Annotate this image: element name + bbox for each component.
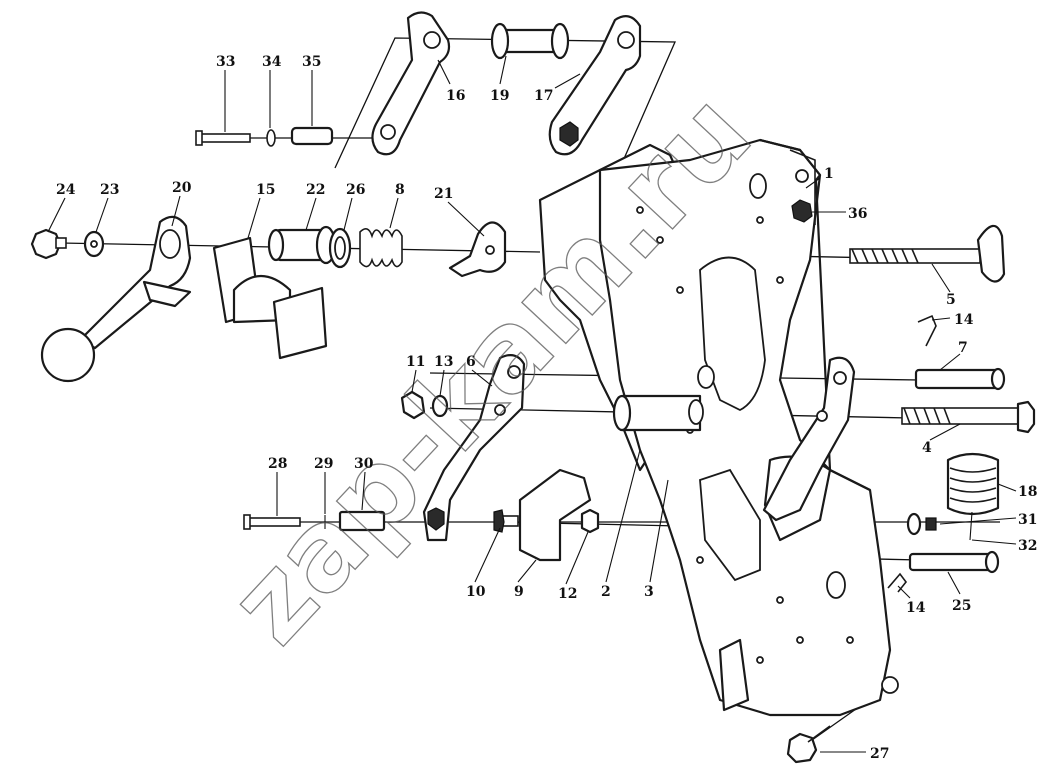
bolt-4: [901, 400, 1036, 434]
frame-plate-3: [598, 138, 892, 717]
bushing-22: [267, 225, 337, 265]
callout-27: 27: [870, 746, 889, 762]
callout-15: 15: [256, 182, 275, 198]
nut-36: [791, 199, 813, 223]
washer-23: [83, 230, 105, 258]
callout-6: 6: [466, 354, 476, 370]
bolt-assembly-33-35: [195, 126, 334, 147]
callout-19: 19: [490, 88, 509, 104]
callout-28: 28: [268, 456, 287, 472]
callout-1: 1: [824, 166, 834, 182]
callout-12: 12: [558, 586, 577, 602]
callout-14-lower: 14: [906, 600, 926, 616]
callout-17: 17: [534, 88, 553, 104]
callout-32: 32: [1018, 538, 1037, 554]
link-plate-17: [548, 15, 642, 156]
bolt-10: [493, 509, 519, 533]
callout-18: 18: [1018, 484, 1037, 500]
callout-11: 11: [406, 354, 425, 370]
pawl-21: [448, 221, 507, 278]
callout-2: 2: [601, 584, 611, 600]
upper-arm: [688, 356, 856, 522]
callout-20: 20: [172, 180, 192, 196]
callout-9: 9: [514, 584, 524, 600]
pin-7: [914, 367, 1006, 391]
callout-10: 10: [466, 584, 486, 600]
callout-8: 8: [395, 182, 405, 198]
callout-21: 21: [434, 186, 453, 202]
spring-8: [359, 228, 403, 268]
nut-24: [30, 228, 67, 260]
bolt-27: [786, 725, 831, 764]
spacer-bushing-19: [490, 22, 570, 60]
callout-5: 5: [946, 292, 956, 308]
lever-knob-20: [40, 215, 192, 383]
nut-12: [580, 508, 600, 534]
callout-23: 23: [100, 182, 119, 198]
callout-16: 16: [446, 88, 465, 104]
callout-3: 3: [644, 584, 654, 600]
callout-labels: 33 34 35 16 19 17 24 23 20 15 22 26 8 21…: [56, 54, 1037, 762]
spring-18: [946, 452, 1000, 541]
callout-35: 35: [302, 54, 321, 70]
callout-29: 29: [314, 456, 333, 472]
callout-36: 36: [848, 206, 867, 222]
pin-25: [908, 550, 1000, 574]
bracket-15: [212, 236, 328, 360]
callout-13: 13: [434, 354, 453, 370]
ring-26: [328, 227, 352, 269]
callout-26: 26: [346, 182, 365, 198]
callout-7: 7: [958, 340, 968, 356]
callout-4: 4: [922, 440, 932, 456]
callout-31: 31: [1018, 512, 1037, 528]
callout-25: 25: [952, 598, 971, 614]
callout-34: 34: [262, 54, 282, 70]
callout-24: 24: [56, 182, 76, 198]
washer-31: [906, 512, 937, 536]
callout-22: 22: [306, 182, 325, 198]
shaft: [612, 394, 702, 432]
link-plate-16: [371, 11, 451, 156]
bottom-bracket: [718, 638, 899, 712]
cotter-pin-14-upper: [917, 314, 937, 347]
bracket-9: [518, 468, 592, 562]
lever-plate-6: [422, 353, 526, 542]
long-bolt-5: [849, 224, 1006, 283]
cotter-pin-14-lower: [887, 572, 908, 593]
callout-leaders: [47, 55, 1017, 753]
callout-30: 30: [354, 456, 374, 472]
callout-33: 33: [216, 54, 235, 70]
callout-14-upper: 14: [954, 312, 974, 328]
bolt-assembly-28-30: [243, 510, 386, 532]
